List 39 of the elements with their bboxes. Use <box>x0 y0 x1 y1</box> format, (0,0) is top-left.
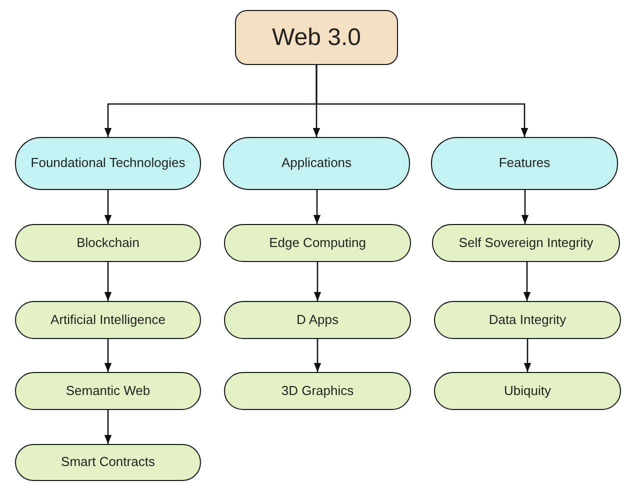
category-box <box>15 137 201 190</box>
arrow <box>104 410 112 444</box>
node-label: 3D Graphics <box>281 382 354 400</box>
arrow <box>313 190 321 224</box>
node-label: Applications <box>281 155 352 172</box>
item-box <box>15 372 201 410</box>
item-box <box>434 301 621 339</box>
node-label: Artificial Intelligence <box>50 312 166 328</box>
node-label: Blockchain <box>76 234 140 252</box>
node-label: Semantic Web <box>66 382 150 400</box>
arrow <box>524 339 532 372</box>
node-label: Web 3.0 <box>272 22 361 52</box>
arrow <box>523 262 531 301</box>
category-box <box>431 137 618 190</box>
arrow <box>314 339 322 372</box>
node-label: Self Sovereign Integrity <box>458 234 594 252</box>
item-box <box>15 444 201 481</box>
arrow <box>104 262 112 301</box>
node-label: Features <box>498 155 550 172</box>
arrow <box>314 262 322 301</box>
node-label: Data Integrity <box>488 312 566 328</box>
item-box <box>432 224 620 262</box>
category-box <box>223 137 410 190</box>
item-box <box>224 372 411 410</box>
item-box <box>434 372 621 410</box>
arrow <box>104 339 112 372</box>
item-box <box>15 224 201 262</box>
node-label: Ubiquity <box>504 382 551 400</box>
root-box <box>235 10 398 65</box>
arrow <box>104 190 112 224</box>
item-box <box>224 301 411 339</box>
node-label: Smart Contracts <box>61 454 155 471</box>
arrow <box>316 65 528 137</box>
item-box <box>224 224 411 262</box>
node-label: Edge Computing <box>269 234 366 252</box>
arrow <box>521 190 529 224</box>
node-label: D Apps <box>296 312 338 328</box>
item-box <box>15 301 201 339</box>
node-label: Foundational Technologies <box>30 155 186 172</box>
